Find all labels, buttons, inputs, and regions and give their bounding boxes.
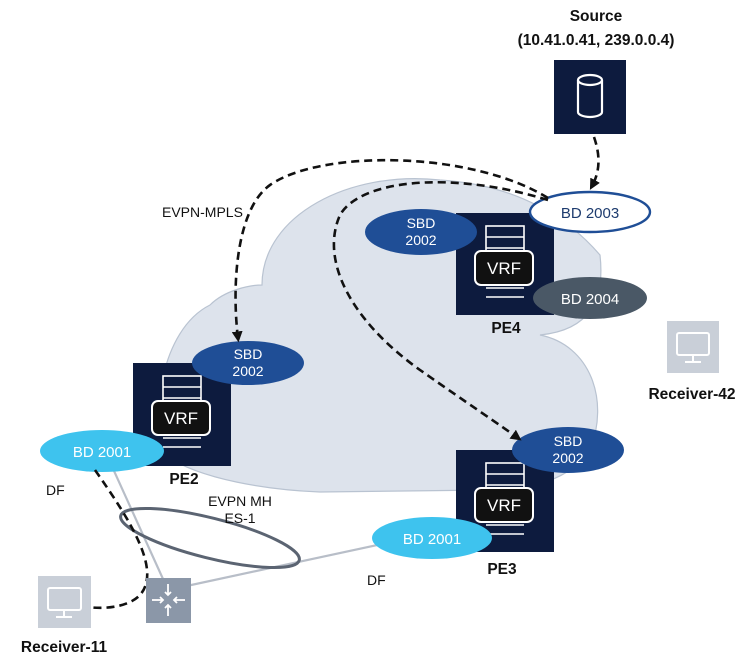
pe2-vrf-label: VRF [164, 409, 198, 428]
pe4-bd2003-oval[interactable]: BD 2003 [528, 190, 652, 234]
source-address: (10.41.0.41, 239.0.0.4) [518, 32, 675, 49]
df-label-pe2: DF [46, 482, 65, 498]
svg-text:BD 2001: BD 2001 [73, 444, 131, 461]
df-label-pe3: DF [367, 572, 386, 588]
pe2-label: PE2 [169, 471, 198, 488]
pe3-bd2001-oval[interactable]: BD 2001 [372, 517, 492, 559]
svg-text:BD 2004: BD 2004 [561, 291, 619, 308]
pe2-sbd2002-oval[interactable]: SBD 2002 [192, 341, 304, 385]
pe4-vrf-label: VRF [487, 259, 521, 278]
svg-text:2002: 2002 [552, 450, 583, 466]
receiver-42-label: Receiver-42 [648, 386, 735, 403]
receiver-11-monitor-icon[interactable] [38, 576, 91, 628]
receiver-42-monitor-icon[interactable] [667, 321, 719, 373]
svg-text:BD 2003: BD 2003 [561, 205, 619, 222]
multicast-flow-arrows [77, 136, 600, 613]
pe3-vrf-label: VRF [487, 496, 521, 515]
source-database-icon [554, 60, 626, 134]
svg-text:SBD: SBD [554, 433, 583, 449]
es-1-ethernet-segment [119, 506, 301, 570]
switch-icon[interactable] [146, 578, 191, 623]
pe3-label: PE3 [487, 561, 517, 578]
svg-text:2002: 2002 [232, 363, 263, 379]
pe4-label: PE4 [491, 320, 521, 337]
pe4-bd2004-oval[interactable]: BD 2004 [533, 277, 647, 319]
svg-text:BD 2001: BD 2001 [403, 531, 461, 548]
evpn-mh-label: EVPN MH [208, 493, 272, 509]
svg-text:SBD: SBD [407, 215, 436, 231]
pe4-sbd2002-oval[interactable]: SBD 2002 [365, 209, 477, 255]
pe3-sbd2002-oval[interactable]: SBD 2002 [512, 427, 624, 473]
pe2-bd2001-oval[interactable]: BD 2001 [40, 430, 164, 472]
evpn-mpls-label: EVPN-MPLS [162, 204, 243, 220]
receiver-11-label: Receiver-11 [21, 639, 108, 656]
svg-text:SBD: SBD [234, 346, 263, 362]
source-title: Source [570, 8, 623, 25]
es-1-label: ES-1 [224, 510, 255, 526]
svg-text:2002: 2002 [405, 232, 436, 248]
